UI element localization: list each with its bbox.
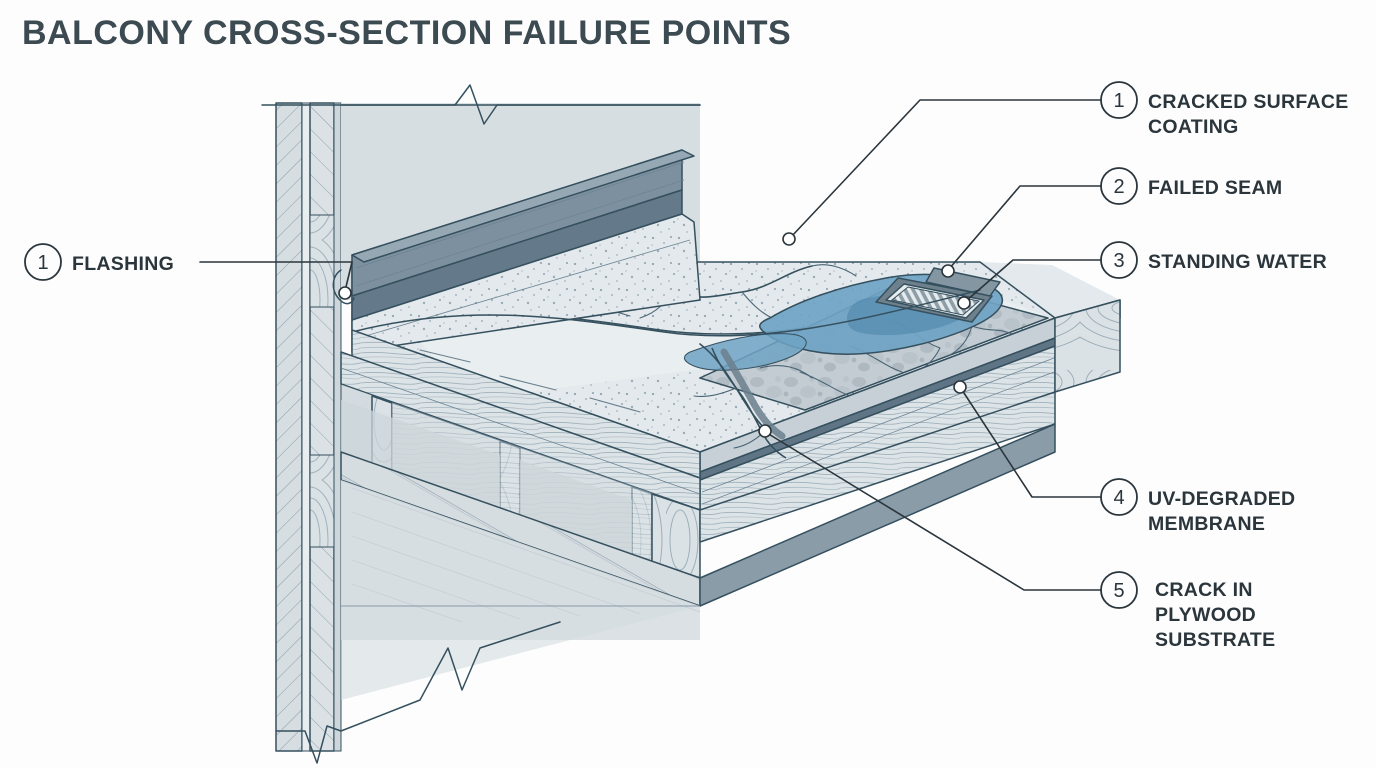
callout-standing-water[interactable]: 3 STANDING WATER — [957, 241, 1327, 310]
callout-standing-water-label: STANDING WATER — [1148, 251, 1327, 273]
callout-uv-degraded-membrane-number: 4 — [1113, 487, 1124, 509]
page-title: BALCONY CROSS-SECTION FAILURE POINTS — [22, 14, 791, 52]
callout-cracked-surface-coating-number: 1 — [1113, 90, 1124, 112]
callout-failed-seam-dot — [941, 264, 955, 278]
break-line-bottom — [275, 621, 561, 764]
callout-standing-water-dot — [957, 296, 971, 310]
callout-crack-in-plywood-substrate-label-1: CRACK IN — [1155, 579, 1253, 601]
callout-cracked-surface-coating-circle[interactable] — [1100, 81, 1138, 119]
callout-uv-degraded-membrane-label-1: UV-DEGRADED — [1148, 488, 1295, 510]
callout-failed-seam-leader — [948, 185, 1102, 270]
callouts-layer: 1 FLASHING 1 CRACKED SURFACE COATING 2 F… — [24, 81, 1349, 651]
callout-crack-in-plywood-substrate-leader — [766, 432, 1102, 591]
callout-failed-seam-number: 2 — [1113, 176, 1124, 198]
callout-cracked-surface-coating-label-1: CRACKED SURFACE — [1148, 91, 1349, 113]
callout-failed-seam-circle[interactable] — [1100, 167, 1138, 205]
deck-surface-texture — [419, 349, 641, 413]
callout-cracked-surface-coating-leader — [790, 99, 1102, 238]
callout-crack-in-plywood-substrate[interactable]: 5 CRACK IN PLYWOOD SUBSTRATE — [758, 424, 1275, 651]
callout-uv-degraded-membrane-label-2: MEMBRANE — [1148, 513, 1265, 535]
callout-standing-water-leader — [965, 259, 1102, 302]
callout-uv-degraded-membrane-leader — [961, 389, 1102, 498]
callout-flashing-label: FLASHING — [72, 253, 174, 275]
callout-flashing-circle[interactable] — [24, 243, 62, 281]
callout-crack-in-plywood-substrate-circle[interactable] — [1100, 571, 1138, 609]
coating-seam-line — [351, 289, 981, 337]
callout-crack-in-plywood-substrate-label-3: SUBSTRATE — [1155, 629, 1275, 651]
callout-flashing-number: 1 — [37, 252, 48, 274]
callout-standing-water-number: 3 — [1113, 250, 1124, 272]
wall-lower — [341, 480, 700, 640]
callout-failed-seam-label: FAILED SEAM — [1148, 177, 1282, 199]
callout-crack-in-plywood-substrate-dot — [758, 424, 772, 438]
break-line-top — [261, 84, 701, 125]
callout-failed-seam[interactable]: 2 FAILED SEAM — [941, 167, 1282, 278]
callout-cracked-surface-coating-dot — [782, 232, 796, 246]
callout-uv-degraded-membrane[interactable]: 4 UV-DEGRADED MEMBRANE — [953, 380, 1295, 535]
callout-flashing-leader — [199, 261, 353, 292]
callout-crack-in-plywood-substrate-label-2: PLYWOOD — [1155, 604, 1256, 626]
callout-standing-water-circle[interactable] — [1100, 241, 1138, 279]
callout-flashing[interactable]: 1 FLASHING — [24, 243, 353, 300]
callout-flashing-dot — [338, 286, 352, 300]
wall-flashing — [332, 149, 695, 321]
callout-crack-in-plywood-substrate-number: 5 — [1113, 580, 1124, 602]
plywood-crack — [693, 343, 787, 459]
callout-cracked-surface-coating[interactable]: 1 CRACKED SURFACE COATING — [782, 81, 1349, 246]
callout-uv-degraded-membrane-circle[interactable] — [1100, 478, 1138, 516]
callout-uv-degraded-membrane-dot — [953, 380, 967, 394]
callout-cracked-surface-coating-label-2: COATING — [1148, 116, 1239, 138]
floor-joists — [340, 383, 701, 579]
